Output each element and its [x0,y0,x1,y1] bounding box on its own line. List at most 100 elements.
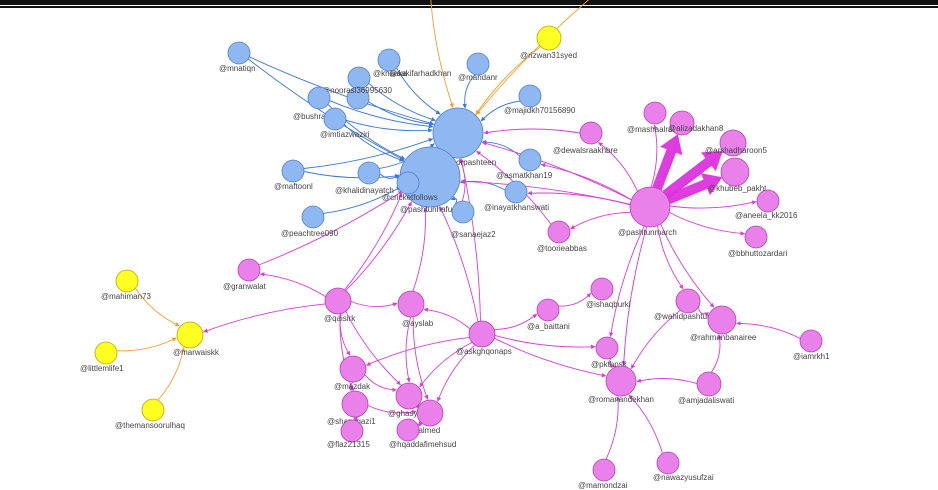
node-circle[interactable] [432,107,484,159]
node-khalidinayat[interactable]: @khalidinayatch [335,161,394,195]
node-circle[interactable] [396,418,420,442]
node-a_baittani[interactable]: @a_baittani [527,298,570,331]
node-circle[interactable] [340,419,364,443]
node-circle[interactable] [176,321,204,349]
node-mazdak[interactable]: @mazdak [334,355,371,391]
node-circle[interactable] [346,86,370,110]
node-circle[interactable] [656,451,680,475]
node-asmatkhan19[interactable]: @asmatkhan19 [496,148,553,180]
node-khubeb[interactable]: @khubeb_pakht [708,157,767,193]
node-circle[interactable] [719,129,747,157]
node-mandanr[interactable]: @mandanr [458,52,498,82]
node-circle[interactable] [799,329,823,353]
node-circle[interactable] [237,258,261,282]
node-maftoonl[interactable]: @maftoonl [274,159,313,191]
node-circle[interactable] [324,287,352,315]
node-alizadakhan8[interactable]: @alizadakhan8 [668,110,724,136]
node-cricketfollows[interactable]: @cricketfollows [382,146,461,208]
node-circle[interactable] [396,171,420,195]
node-circle[interactable] [629,186,671,228]
node-circle[interactable] [720,157,750,187]
node-sakifarhadkhan[interactable]: @sakifarhadkhan [377,48,451,78]
node-circle[interactable] [227,41,251,65]
node-circle[interactable] [307,86,331,110]
node-ishaqburki[interactable]: @ishaqburki [586,277,631,309]
node-pkthpsk[interactable]: @pkthpsk [591,336,628,369]
node-circle[interactable] [281,159,305,183]
node-circle[interactable] [94,341,118,365]
node-romanandekhan[interactable]: @romanandekhan [588,365,654,404]
node-imtiazwaziri[interactable]: @imtiazwaziri [320,107,370,139]
node-amjadaliswati[interactable]: @amjadaliswati [678,371,734,405]
node-circle[interactable] [669,110,695,136]
node-circle[interactable] [466,52,490,76]
node-circle[interactable] [339,355,367,383]
node-khaaka[interactable]: @khaaka [347,66,407,90]
node-circle[interactable] [547,220,571,244]
node-circle[interactable] [756,189,780,213]
node-circle[interactable] [536,298,560,322]
node-circle[interactable] [451,200,475,224]
node-circle[interactable] [592,458,616,482]
node-mahiman73[interactable]: @mahiman73 [101,269,151,301]
node-circle[interactable] [518,148,542,172]
node-littlemlife1[interactable]: @littlemlife1 [80,341,124,373]
node-nawazyusufzai[interactable]: @nawazyusufzai [653,451,714,482]
node-circle[interactable] [323,107,347,131]
node-toorieabbas[interactable]: @toorieabbas [537,220,587,253]
node-circle[interactable] [141,398,165,422]
node-qaisirk[interactable]: @qaisirk [324,287,356,323]
node-ayslab[interactable]: @ayslab [397,290,434,328]
node-wahidpashtun[interactable]: @wahidpashtun [654,288,712,321]
node-bushragoh[interactable]: @bushragoh [293,86,339,121]
node-circle[interactable] [341,390,369,418]
node-dewalsraakhbre[interactable]: @dewalsraakhbre [553,121,618,155]
node-circle[interactable] [696,371,722,397]
node-inayatkhanswati[interactable]: @inayatkhanswati [484,180,549,212]
node-peachtree090[interactable]: @peachtree090 [281,205,339,238]
node-rizwan31syed[interactable]: @rizwan31syed [520,25,577,60]
node-circle[interactable] [590,277,614,301]
node-circle[interactable] [605,365,637,397]
node-sanaejaz2[interactable]: @sanaejaz2 [451,200,496,239]
node-label: @pashtunmarch [618,228,677,237]
node-mashaalradio[interactable]: @mashaalradio [627,101,684,134]
node-themansoorulhaq[interactable]: @themansoorulhaq [115,398,185,430]
node-aneela[interactable]: @aneela_kk2016 [735,189,798,220]
node-circle[interactable] [357,161,381,185]
node-hqaddafimehsud[interactable]: @hqaddafimehsud [389,418,456,449]
node-bbhuttozardari[interactable]: @bbhuttozardari [728,225,787,258]
node-circle[interactable] [744,225,768,249]
node-circle[interactable] [397,290,425,318]
node-circle[interactable] [643,101,667,125]
node-circle[interactable] [377,48,401,72]
node-circle[interactable] [536,25,562,51]
node-ghasyar[interactable]: @ghasyar [388,382,425,418]
node-pashtunmarch[interactable]: @pashtunmarch [618,186,677,237]
node-rahmanbanairee[interactable]: @rahmanbanairee [690,305,757,342]
node-circle[interactable] [675,288,701,314]
node-mnatiqn[interactable]: @mnatiqn [219,41,256,73]
node-marwaiskk[interactable]: @marwaiskk [173,321,220,357]
node-circle[interactable] [468,320,496,348]
node-askghqonaps[interactable]: @askghqonaps [456,320,512,356]
node-mamondzai[interactable]: @mamondzai [578,458,628,490]
node-arshadharoon5[interactable]: @arshadharoon5 [705,129,767,157]
node-circle[interactable] [115,269,139,293]
node-circle[interactable] [504,180,528,204]
node-manzoorpashteen[interactable]: @manzoorpashteen [424,107,496,167]
node-circle[interactable] [301,205,325,229]
node-circle[interactable] [707,305,737,335]
node-circle[interactable] [595,336,619,360]
node-flaz21315[interactable]: @flaz21315 [327,419,370,449]
node-circle[interactable] [518,84,542,108]
node-nooras[interactable]: @noorasl36995630 [322,86,393,110]
node-circle[interactable] [579,121,603,145]
node-pashtunhafuz[interactable]: @pashtunhafuz [396,171,456,214]
node-granwalat[interactable]: @granwalat [223,258,267,291]
node-circle[interactable] [416,399,444,427]
node-circle[interactable] [395,382,423,410]
node-majidkh[interactable]: @majidkh70156890 [504,84,576,115]
node-iamrkh1[interactable]: @iamrkh1 [793,329,830,361]
